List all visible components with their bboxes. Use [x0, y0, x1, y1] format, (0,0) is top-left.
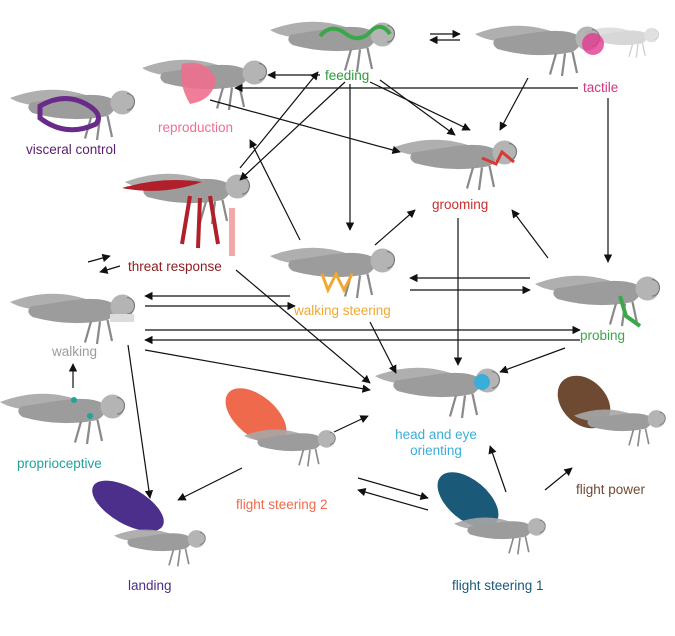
label-tactile: tactile — [583, 80, 619, 95]
feeding-fly — [268, 20, 396, 74]
label-feeding: feeding — [325, 68, 370, 83]
flight-power-fly — [557, 375, 667, 448]
label-flight-steering-1: flight steering 1 — [452, 578, 544, 593]
label-walking: walking — [52, 344, 98, 359]
walking-fly — [8, 292, 136, 346]
label-landing: landing — [128, 578, 172, 593]
landing-fly — [92, 480, 207, 568]
visceral-control-fly — [8, 88, 136, 142]
tactile-fly — [473, 24, 660, 78]
head-eye-orienting-fly — [373, 366, 501, 420]
threat-response-fly — [122, 172, 251, 256]
reproduction-fly — [140, 58, 268, 112]
label-threat-response: threat response — [128, 259, 222, 274]
grooming-fly — [390, 138, 518, 192]
flight-steering-1-fly — [437, 472, 547, 556]
connection-arrows — [68, 29, 613, 511]
probing-fly — [533, 274, 661, 328]
walking-steering-fly — [268, 246, 396, 300]
label-probing: probing — [580, 328, 626, 343]
label-head-eye-orienting: head and eye orienting — [378, 427, 494, 459]
label-grooming: grooming — [432, 197, 489, 212]
proprioceptive-fly — [0, 392, 126, 446]
label-flight-power: flight power — [576, 482, 646, 497]
flight-steering-2-fly — [225, 388, 337, 468]
label-visceral-control: visceral control — [26, 142, 117, 157]
label-proprioceptive: proprioceptive — [17, 456, 102, 471]
label-flight-steering-2: flight steering 2 — [236, 497, 328, 512]
label-walking-steering: walking steering — [294, 303, 391, 318]
label-head-eye-orienting-line1: head and eye — [395, 427, 477, 442]
label-head-eye-orienting-line2: orienting — [410, 443, 462, 458]
label-reproduction: reproduction — [158, 120, 234, 135]
